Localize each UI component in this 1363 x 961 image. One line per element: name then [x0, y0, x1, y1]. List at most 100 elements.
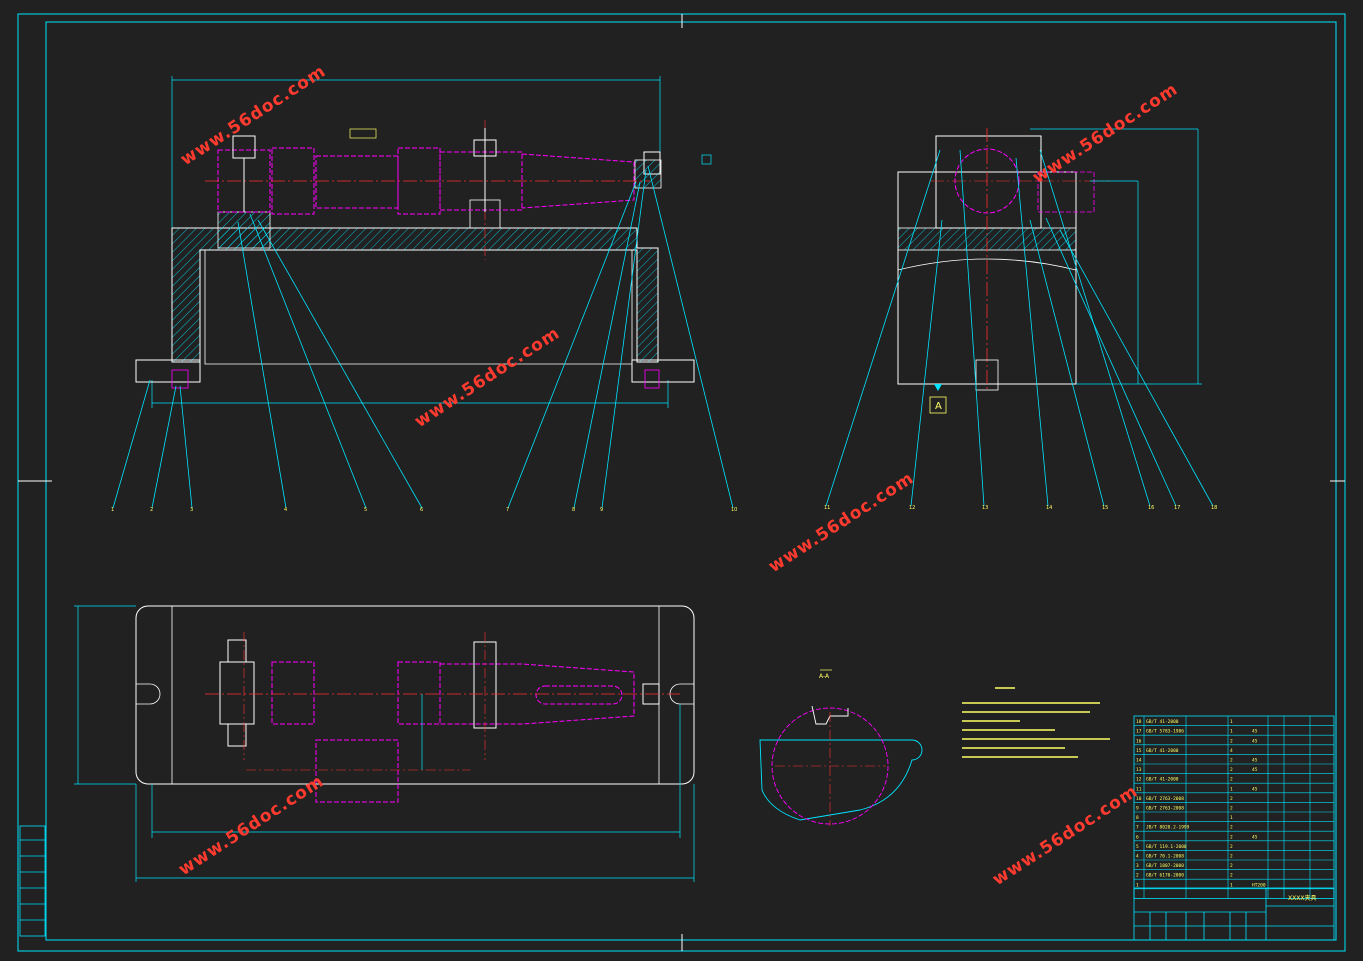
leader-line — [601, 169, 647, 509]
balloon-number: 12 — [909, 505, 915, 511]
title-block — [1133, 887, 1335, 941]
balloon-number: 11 — [824, 505, 830, 511]
balloon-number: 7 — [506, 507, 509, 513]
balloon-number: 5 — [364, 507, 367, 513]
side-view: A — [897, 128, 1202, 414]
bom-cell: 1 — [1230, 729, 1233, 735]
bom-cell: GB/T 41-2000 — [1146, 748, 1179, 754]
bom-cell: 8 — [1136, 815, 1139, 821]
bom-cell: 2 — [1230, 767, 1233, 773]
leader-line — [112, 379, 151, 509]
bom-cell: 2 — [1230, 806, 1233, 812]
leader-line — [1029, 219, 1105, 507]
bom-cell: 45 — [1252, 786, 1258, 792]
bom-cell: GB/T 1807-2000 — [1146, 863, 1184, 869]
bom-cell: JB/T 8020.2-1999 — [1146, 825, 1190, 831]
bom-cell: 2 — [1230, 863, 1233, 869]
bom-cell: 10 — [1136, 796, 1142, 802]
notes-lines — [962, 687, 1110, 758]
leader-line — [1059, 229, 1214, 507]
margin-stamp — [19, 825, 46, 937]
bom-cell: 45 — [1252, 738, 1258, 744]
bom-cell: 4 — [1136, 854, 1139, 860]
balloon-number: 6 — [420, 507, 423, 513]
front-view — [135, 76, 712, 408]
bom-cell: 18 — [1136, 719, 1142, 725]
bom-cell: 2 — [1230, 825, 1233, 831]
leader-line — [1045, 217, 1177, 507]
leader-line — [249, 213, 367, 509]
top-view — [74, 605, 695, 882]
bom-cell: 5 — [1136, 844, 1139, 850]
leader-line — [151, 385, 177, 509]
bom-cell: 2 — [1230, 777, 1233, 783]
bom-cell: 12 — [1136, 777, 1142, 783]
bom-cell: 14 — [1136, 758, 1142, 764]
technical-notes — [960, 686, 1120, 770]
bom-frame — [1133, 715, 1335, 899]
bom-cell: 45 — [1252, 729, 1258, 735]
bom-cell: GB/T 5783-1986 — [1146, 729, 1184, 735]
bom-cell: 2 — [1136, 873, 1139, 879]
balloon-number: 3 — [190, 507, 193, 513]
balloon-number: 8 — [572, 507, 575, 513]
leader-line — [257, 219, 423, 509]
bom-cell: GB/T 41-2000 — [1146, 777, 1179, 783]
bom-cell: GB/T 70.1-2008 — [1146, 854, 1184, 860]
leader-line — [507, 181, 637, 509]
bom-cell: 11 — [1136, 786, 1142, 792]
bom-cell: HT200 — [1252, 882, 1266, 888]
bom-cell: 15 — [1136, 748, 1142, 754]
leader-line — [573, 181, 641, 509]
section-label: A-A — [819, 673, 830, 680]
bom-cell: 45 — [1252, 767, 1258, 773]
bom-cell: 1 — [1230, 882, 1233, 888]
leader-line — [237, 221, 287, 509]
balloon-number: 17 — [1174, 505, 1180, 511]
bom-cell: 2 — [1230, 758, 1233, 764]
leader-line — [647, 165, 734, 509]
balloon-number: 13 — [982, 505, 988, 511]
leader-line — [1039, 149, 1151, 507]
bom-cell: 17 — [1136, 729, 1142, 735]
drawing-name: XXXX夹具 — [1288, 894, 1316, 902]
bom-cell: 7 — [1136, 825, 1139, 831]
balloon-number: 2 — [150, 507, 153, 513]
leader-lines — [112, 149, 1214, 509]
bom-cell: 4 — [1230, 748, 1233, 754]
leader-line — [1015, 157, 1049, 507]
section-view: A-A — [759, 669, 923, 826]
bom-cell: 6 — [1136, 834, 1139, 840]
bom-cell: 1 — [1230, 719, 1233, 725]
bom-cell: 1 — [1230, 815, 1233, 821]
bom-cell: 1 — [1230, 786, 1233, 792]
drawing-frame — [17, 13, 1346, 952]
balloon-number: 16 — [1148, 505, 1154, 511]
bom-cell: 3 — [1136, 863, 1139, 869]
bom-cell: 2 — [1230, 873, 1233, 879]
balloon-number: 14 — [1046, 505, 1052, 511]
bom-cell: 13 — [1136, 767, 1142, 773]
bom-cell: 45 — [1252, 758, 1258, 764]
bom-cell: 45 — [1252, 834, 1258, 840]
bom-cell: GB/T 6170-2000 — [1146, 873, 1184, 879]
bom-cell: 9 — [1136, 806, 1139, 812]
bom-cell: GB/T 2763-2008 — [1146, 796, 1184, 802]
bom-cell: 1 — [1136, 882, 1139, 888]
leader-line — [825, 149, 941, 507]
bom-cell: 2 — [1230, 844, 1233, 850]
leader-line — [910, 219, 943, 507]
balloon-number: 4 — [284, 507, 287, 513]
bom-cell: 2 — [1230, 796, 1233, 802]
balloon-number: 1 — [111, 507, 114, 513]
bom-cell: GB/T 119.1-2000 — [1146, 844, 1187, 850]
balloon-number: 9 — [600, 507, 603, 513]
bom-cell: 2 — [1230, 854, 1233, 860]
bom-cell: 2 — [1230, 738, 1233, 744]
bom-cell: GB/T 2763-2008 — [1146, 806, 1184, 812]
bom-cell: 16 — [1136, 738, 1142, 744]
leader-line — [959, 149, 985, 507]
